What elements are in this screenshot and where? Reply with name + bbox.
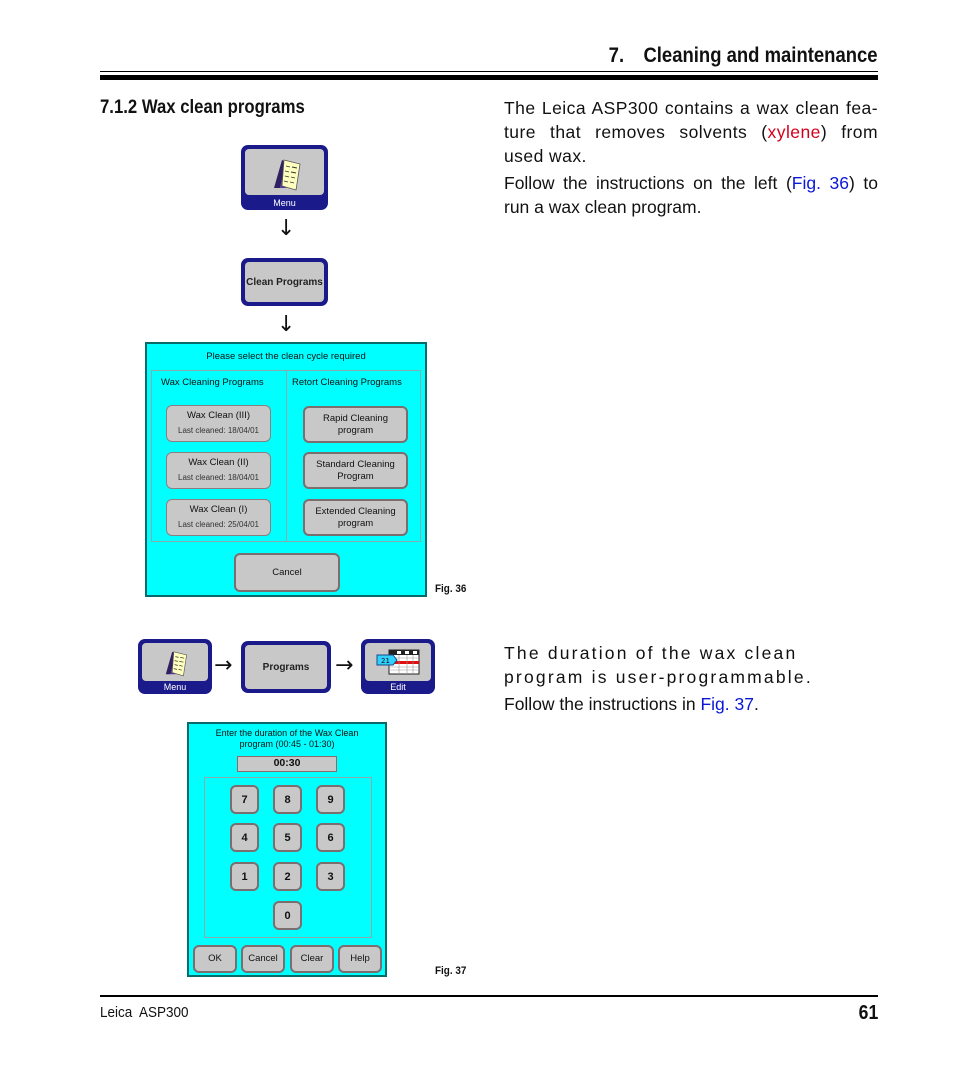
duration-entry-screen: Enter the duration of the Wax Clean prog… (187, 722, 387, 977)
clear-button[interactable]: Clear (290, 945, 334, 973)
column-divider (286, 370, 287, 542)
key-3[interactable]: 3 (316, 862, 345, 891)
fig36-label: Fig. 36 (435, 583, 467, 595)
chapter-title: Cleaning and maintenance (643, 44, 878, 67)
fig36-link[interactable]: Fig. 36 (791, 173, 850, 193)
arrow-down-icon: ↓ (277, 216, 296, 241)
key-9[interactable]: 9 (316, 785, 345, 814)
clean-cycle-screen: Please select the clean cycle required W… (145, 342, 427, 597)
page-number: 61 (858, 1002, 878, 1024)
key-7[interactable]: 7 (230, 785, 259, 814)
duration-paragraph: The duration of the wax clean program is… (504, 643, 813, 687)
duration-instruction: Follow the instructions in Fig. 37. (504, 694, 759, 714)
fig37-link[interactable]: Fig. 37 (700, 694, 754, 714)
wax-programs-header: Wax Cleaning Programs (161, 377, 264, 388)
cancel-button[interactable]: Cancel (241, 945, 285, 973)
keypad-panel (204, 777, 372, 938)
duration-title-line2: program (00:45 - 01:30) (239, 739, 335, 749)
menu-button-caption: Menu (273, 198, 296, 208)
duration-title-line1: Enter the duration of the Wax Clean (215, 728, 359, 738)
footer-product: Leica ASP300 (100, 1004, 189, 1021)
key-4[interactable]: 4 (230, 823, 259, 852)
intro-paragraph: The Leica ASP300 contains a wax clean fe… (504, 98, 878, 166)
header-rule-thin (100, 71, 878, 72)
edit-table-icon: 21 (376, 649, 420, 675)
intro-text: The Leica ASP300 contains a wax clean fe… (504, 96, 878, 222)
duration-text: The duration of the wax clean program is… (504, 641, 878, 719)
cancel-button[interactable]: Cancel (234, 553, 340, 592)
programs-label: Programs (262, 661, 310, 673)
duration-value-field[interactable]: 00:30 (237, 756, 337, 772)
edit-button[interactable]: 21 Edit (361, 639, 435, 694)
wax-clean-iii-button[interactable]: Wax Clean (III) Last cleaned: 18/04/01 (166, 405, 271, 442)
menu-card-icon (274, 159, 301, 191)
clean-programs-button[interactable]: Clean Programs (241, 258, 328, 306)
xylene-term: xylene (767, 122, 821, 142)
clean-cycle-title: Please select the clean cycle required (206, 351, 366, 362)
key-1[interactable]: 1 (230, 862, 259, 891)
chapter-number: 7. (609, 44, 625, 67)
wax-clean-i-button[interactable]: Wax Clean (I) Last cleaned: 25/04/01 (166, 499, 271, 536)
menu-card-icon (165, 651, 187, 677)
header-rule-thick (100, 75, 878, 80)
programs-button[interactable]: Programs (241, 641, 331, 693)
ok-button[interactable]: OK (193, 945, 237, 973)
standard-cleaning-button[interactable]: Standard Cleaning Program (303, 452, 408, 489)
arrow-right-icon: → (335, 653, 354, 678)
wax-clean-ii-button[interactable]: Wax Clean (II) Last cleaned: 18/04/01 (166, 452, 271, 489)
retort-programs-header: Retort Cleaning Programs (292, 377, 402, 388)
key-8[interactable]: 8 (273, 785, 302, 814)
key-0[interactable]: 0 (273, 901, 302, 930)
footer-rule (100, 995, 878, 997)
svg-text:21: 21 (381, 657, 390, 665)
rapid-cleaning-button[interactable]: Rapid Cleaning program (303, 406, 408, 443)
key-5[interactable]: 5 (273, 823, 302, 852)
arrow-down-icon: ↓ (277, 312, 296, 337)
help-button[interactable]: Help (338, 945, 382, 973)
fig37-label: Fig. 37 (435, 965, 467, 977)
section-title: 7.1.2 Wax clean programs (100, 97, 305, 118)
arrow-right-icon: → (214, 653, 233, 678)
menu-button[interactable]: Menu (241, 145, 328, 210)
chapter-header: 7. Cleaning and maintenance (609, 44, 878, 68)
key-6[interactable]: 6 (316, 823, 345, 852)
menu-button[interactable]: Menu (138, 639, 212, 694)
instruction-paragraph: Follow the instructions on the left (Fig… (504, 173, 879, 217)
extended-cleaning-button[interactable]: Extended Cleaning program (303, 499, 408, 536)
clean-programs-label: Clean Programs (246, 276, 323, 288)
menu-button-caption: Menu (163, 682, 187, 692)
edit-button-caption: Edit (390, 682, 406, 692)
key-2[interactable]: 2 (273, 862, 302, 891)
